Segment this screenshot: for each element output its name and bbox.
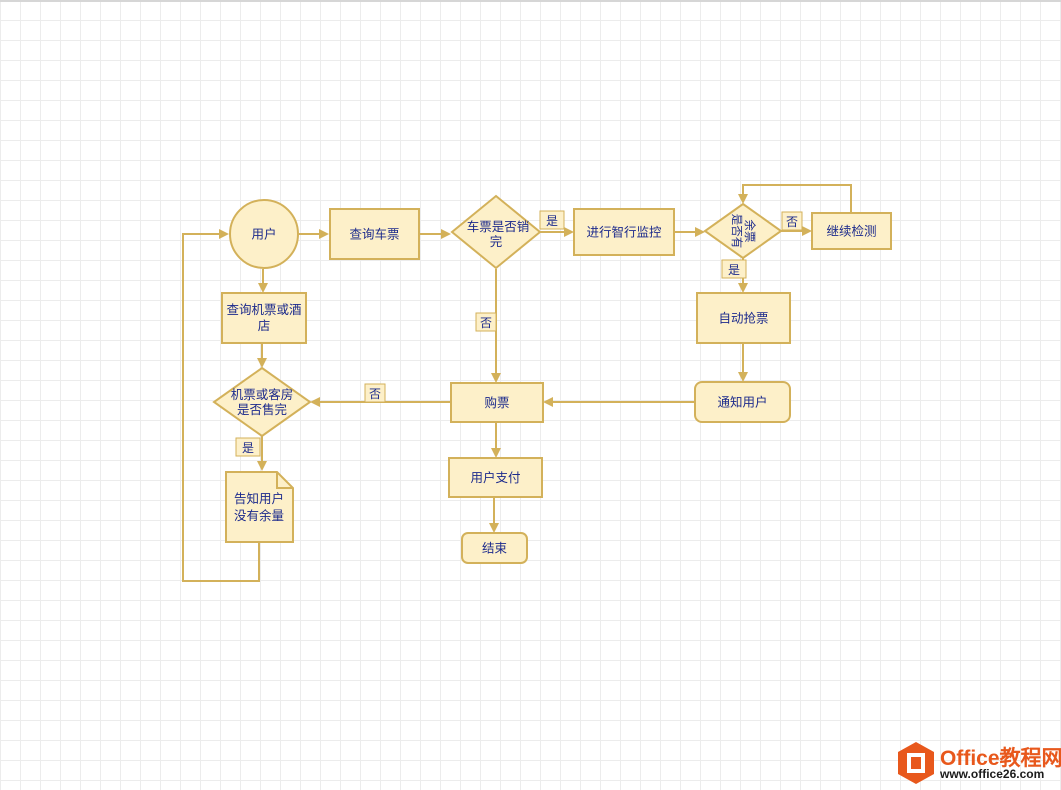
node-smart-monitor[interactable]: 进行智行监控 xyxy=(573,208,675,256)
folded-corner-icon xyxy=(276,472,293,489)
canvas-top-border xyxy=(0,0,1061,2)
node-tell-user-none-line2: 没有余量 xyxy=(234,508,284,523)
edge-label-no-remaining: 否 xyxy=(781,211,803,231)
arrowhead-icon xyxy=(257,358,267,368)
arrowhead-icon xyxy=(738,283,748,293)
arrowhead-icon xyxy=(441,229,451,239)
node-end-label: 结束 xyxy=(482,541,508,556)
arrowhead-icon xyxy=(319,229,329,239)
node-query-flight-hotel[interactable]: 查询机票或酒 店 xyxy=(221,292,307,344)
node-end[interactable]: 结束 xyxy=(461,532,528,564)
arrowhead-icon xyxy=(491,448,501,458)
watermark-url: www.office26.com xyxy=(940,767,1045,781)
node-flight-room-sold-out-decision[interactable]: 机票或客房 是否售完 xyxy=(212,366,312,438)
node-query-flight-hotel-line2: 店 xyxy=(258,318,271,333)
edge-keep-checking-loop[interactable] xyxy=(742,184,852,212)
arrowhead-icon xyxy=(802,226,812,236)
office-logo-icon xyxy=(898,742,934,784)
node-user-pay[interactable]: 用户支付 xyxy=(448,457,543,498)
node-user[interactable]: 用户 xyxy=(229,199,299,269)
node-flight-room-sold-out-line2: 是否售完 xyxy=(237,402,287,417)
arrowhead-icon xyxy=(491,373,501,383)
node-has-remaining-decision[interactable]: 是否有 余票 xyxy=(703,202,783,260)
node-notify-user[interactable]: 通知用户 xyxy=(694,381,791,423)
node-buy-ticket-label: 购票 xyxy=(484,395,509,410)
office26-watermark: Office教程网 www.office26.com xyxy=(896,740,1061,786)
edge-label-no-sold-out: 否 xyxy=(475,312,497,332)
arrowhead-icon xyxy=(738,194,748,204)
edge-label-yes-flight-sold-out: 是 xyxy=(235,437,261,457)
node-has-remaining-label-line1: 是否有 xyxy=(730,214,744,249)
node-smart-monitor-label: 进行智行监控 xyxy=(586,225,662,240)
arrowhead-icon xyxy=(257,461,267,471)
node-train-sold-out-label-line2: 完 xyxy=(490,234,503,249)
edge-labels: 是 否 否 是 否 是 xyxy=(235,210,803,457)
arrowhead-icon xyxy=(219,229,229,239)
node-auto-grab-label: 自动抢票 xyxy=(718,311,768,326)
node-auto-grab[interactable]: 自动抢票 xyxy=(696,292,791,344)
svg-text:是: 是 xyxy=(728,263,740,277)
node-user-label: 用户 xyxy=(251,227,276,242)
arrowhead-icon xyxy=(489,523,499,533)
svg-text:否: 否 xyxy=(369,387,381,401)
node-train-sold-out-decision[interactable]: 车票是否销 完 xyxy=(450,194,542,270)
node-query-train-label: 查询车票 xyxy=(349,227,399,242)
node-keep-checking[interactable]: 继续检测 xyxy=(811,212,892,250)
node-keep-checking-label: 继续检测 xyxy=(826,224,876,239)
node-user-pay-label: 用户支付 xyxy=(470,470,520,485)
svg-text:否: 否 xyxy=(480,316,492,330)
watermark-brand: Office教程网 xyxy=(940,747,1061,770)
arrowhead-icon xyxy=(258,283,268,293)
arrowhead-icon xyxy=(695,227,705,237)
node-buy-ticket[interactable]: 购票 xyxy=(450,382,544,423)
edge-tell-user-loop-back[interactable] xyxy=(182,233,260,582)
arrowhead-icon xyxy=(310,397,320,407)
nodes: 用户 查询车票 车票是否销 完 进行智行监控 是否有 余票 xyxy=(212,194,892,564)
node-tell-user-none[interactable]: 告知用户 没有余量 xyxy=(225,471,294,543)
node-train-sold-out-label-line1: 车票是否销 xyxy=(467,219,530,234)
arrowhead-icon xyxy=(738,372,748,382)
node-tell-user-none-line1: 告知用户 xyxy=(234,491,284,506)
node-has-remaining-label-line2: 余票 xyxy=(743,220,757,243)
arrowhead-icon xyxy=(564,227,574,237)
node-query-train[interactable]: 查询车票 xyxy=(329,208,420,260)
edge-label-yes-sold-out: 是 xyxy=(539,210,565,230)
svg-text:是: 是 xyxy=(242,441,254,455)
node-query-flight-hotel-line1: 查询机票或酒 xyxy=(226,302,301,317)
svg-text:是: 是 xyxy=(546,214,558,228)
svg-text:否: 否 xyxy=(786,215,798,229)
arrowhead-icon xyxy=(543,397,553,407)
node-notify-user-label: 通知用户 xyxy=(717,395,767,410)
edge-label-no-flight-sold-out: 否 xyxy=(364,383,386,403)
edge-label-yes-remaining: 是 xyxy=(721,259,747,279)
node-flight-room-sold-out-line1: 机票或客房 xyxy=(231,387,294,402)
